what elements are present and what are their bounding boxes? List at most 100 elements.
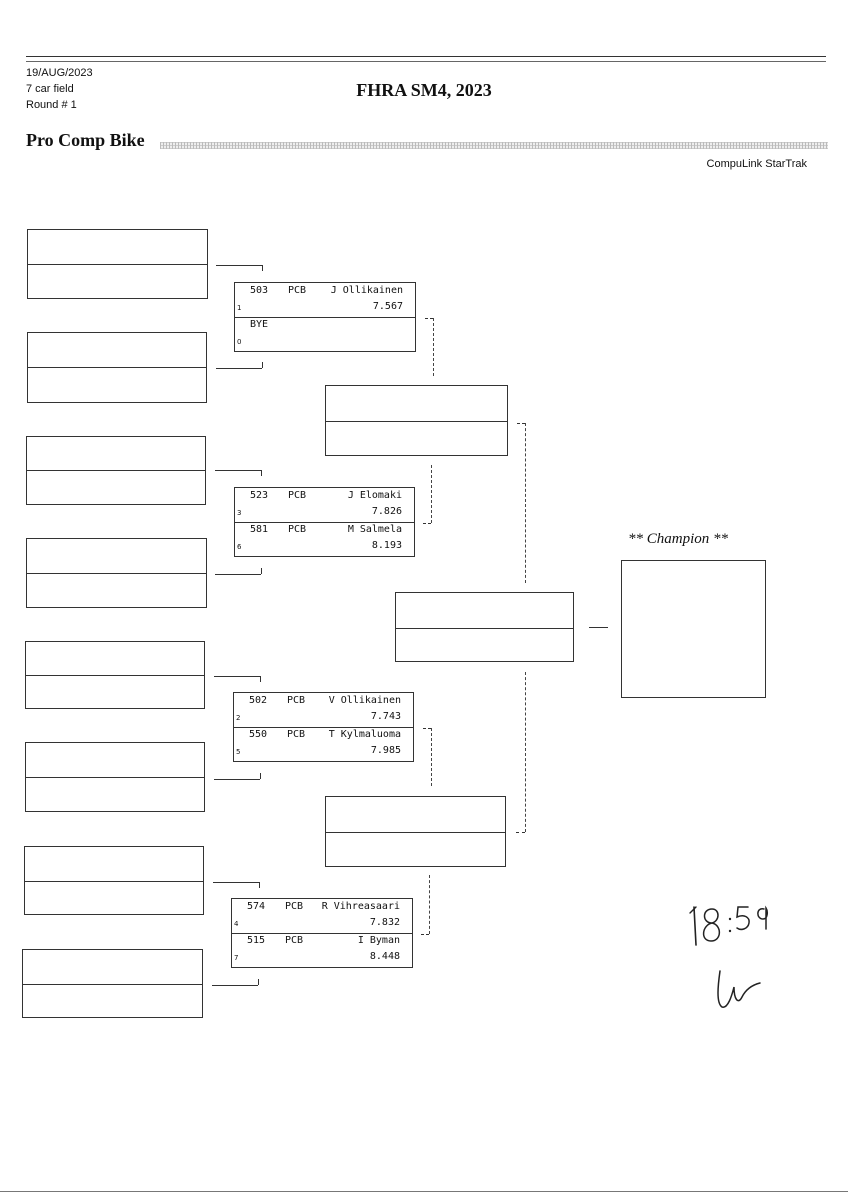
lane-bottom: 515 PCB I Byman 8.448 7 <box>232 933 412 967</box>
connector-line <box>215 470 261 471</box>
connector-line <box>431 728 432 786</box>
racer-name: J Elomaki <box>347 490 402 501</box>
racer-name: M Salmela <box>347 524 402 535</box>
racer-name: J Ollikainen <box>330 285 403 296</box>
connector-line <box>433 318 434 376</box>
qualifying-seed: 0 <box>237 338 242 346</box>
racer-name: R Vihreasaari <box>321 901 400 912</box>
entry-box <box>22 949 203 1018</box>
entry-box <box>27 332 207 403</box>
elapsed-time: 8.448 <box>369 951 400 962</box>
entry-box <box>27 229 208 299</box>
car-class: PCB <box>285 901 304 912</box>
elapsed-time: 7.567 <box>372 301 403 312</box>
footer-rule <box>0 1191 848 1192</box>
lane-top: 523 PCB J Elomaki 7.826 3 <box>235 488 414 522</box>
car-number: 574 <box>247 901 266 912</box>
connector-line <box>431 465 432 523</box>
lane-top: 503 PCB J Ollikainen 7.567 1 <box>235 283 415 317</box>
car-number: 503 <box>250 285 269 296</box>
connector-line <box>216 265 262 266</box>
connector-line <box>525 423 526 583</box>
qualifying-seed: 3 <box>237 509 242 517</box>
bye-label: BYE <box>250 319 269 330</box>
car-number: 581 <box>250 524 269 535</box>
entry-box <box>26 538 207 608</box>
lane-bottom: BYE 0 <box>235 317 415 351</box>
qualifying-seed: 1 <box>237 304 242 312</box>
handwritten-time-drawing <box>689 905 768 946</box>
connector-line <box>423 728 431 729</box>
car-number: 502 <box>249 695 268 706</box>
handwritten-time <box>686 895 776 954</box>
elapsed-time: 7.832 <box>369 917 400 928</box>
class-title-hatch <box>160 142 828 149</box>
lane-bottom: 550 PCB T Kylmaluoma 7.985 5 <box>234 727 413 761</box>
lane-bottom: 581 PCB M Salmela 8.193 6 <box>235 522 414 556</box>
connector-line <box>260 773 261 779</box>
champion-box <box>621 560 766 698</box>
elapsed-time: 7.826 <box>371 506 402 517</box>
connector-line <box>429 875 430 934</box>
car-class: PCB <box>287 695 306 706</box>
lane-top: 574 PCB R Vihreasaari 7.832 4 <box>232 899 412 933</box>
car-class: PCB <box>288 285 307 296</box>
pairing-box: 502 PCB V Ollikainen 7.743 2 550 PCB T K… <box>233 692 414 762</box>
connector-line <box>215 574 261 575</box>
elapsed-time: 7.985 <box>370 745 401 756</box>
connector-line <box>260 676 261 682</box>
connector-line <box>589 627 608 628</box>
connector-line <box>425 318 433 319</box>
champion-label: ** Champion ** <box>628 531 729 547</box>
connector-line <box>259 882 260 888</box>
round-number: Round # 1 <box>26 99 77 111</box>
entry-box <box>25 742 205 812</box>
pairing-box: 574 PCB R Vihreasaari 7.832 4 515 PCB I … <box>231 898 413 968</box>
car-class: PCB <box>285 935 304 946</box>
qualifying-seed: 7 <box>234 954 239 962</box>
pairing-box: 523 PCB J Elomaki 7.826 3 581 PCB M Salm… <box>234 487 415 557</box>
semifinal-box <box>325 796 506 867</box>
qualifying-seed: 5 <box>236 748 241 756</box>
event-title: FHRA SM4, 2023 <box>356 80 492 100</box>
connector-line <box>517 423 525 424</box>
car-number: 515 <box>247 935 266 946</box>
qualifying-seed: 6 <box>237 543 242 551</box>
handwritten-initials-drawing <box>717 970 761 1008</box>
connector-line <box>423 523 431 524</box>
connector-line <box>516 832 525 833</box>
car-class: PCB <box>288 490 307 501</box>
connector-line <box>262 362 263 368</box>
qualifying-seed: 4 <box>234 920 239 928</box>
racer-name: V Ollikainen <box>328 695 401 706</box>
class-title: Pro Comp Bike <box>26 130 145 150</box>
event-date: 19/AUG/2023 <box>26 67 93 79</box>
connector-line <box>421 934 429 935</box>
field-size: 7 car field <box>26 83 74 95</box>
software-label: CompuLink StarTrak <box>706 158 807 170</box>
header-rule <box>26 56 826 57</box>
entry-box <box>26 436 206 505</box>
connector-line <box>216 368 262 369</box>
final-box <box>395 592 574 662</box>
car-class: PCB <box>288 524 307 535</box>
connector-line <box>214 779 260 780</box>
car-number: 550 <box>249 729 268 740</box>
entry-box <box>25 641 205 709</box>
header-rule <box>26 61 826 62</box>
pairing-box: 503 PCB J Ollikainen 7.567 1 BYE 0 <box>234 282 416 352</box>
car-class: PCB <box>287 729 306 740</box>
elapsed-time: 8.193 <box>371 540 402 551</box>
entry-box <box>24 846 204 915</box>
connector-line <box>261 568 262 574</box>
connector-line <box>261 470 262 476</box>
connector-line <box>258 979 259 985</box>
lane-top: 502 PCB V Ollikainen 7.743 2 <box>234 693 413 727</box>
connector-line <box>213 882 259 883</box>
car-number: 523 <box>250 490 269 501</box>
connector-line <box>262 265 263 271</box>
semifinal-box <box>325 385 508 456</box>
racer-name: I Byman <box>357 935 400 946</box>
elapsed-time: 7.743 <box>370 711 401 722</box>
connector-line <box>212 985 258 986</box>
